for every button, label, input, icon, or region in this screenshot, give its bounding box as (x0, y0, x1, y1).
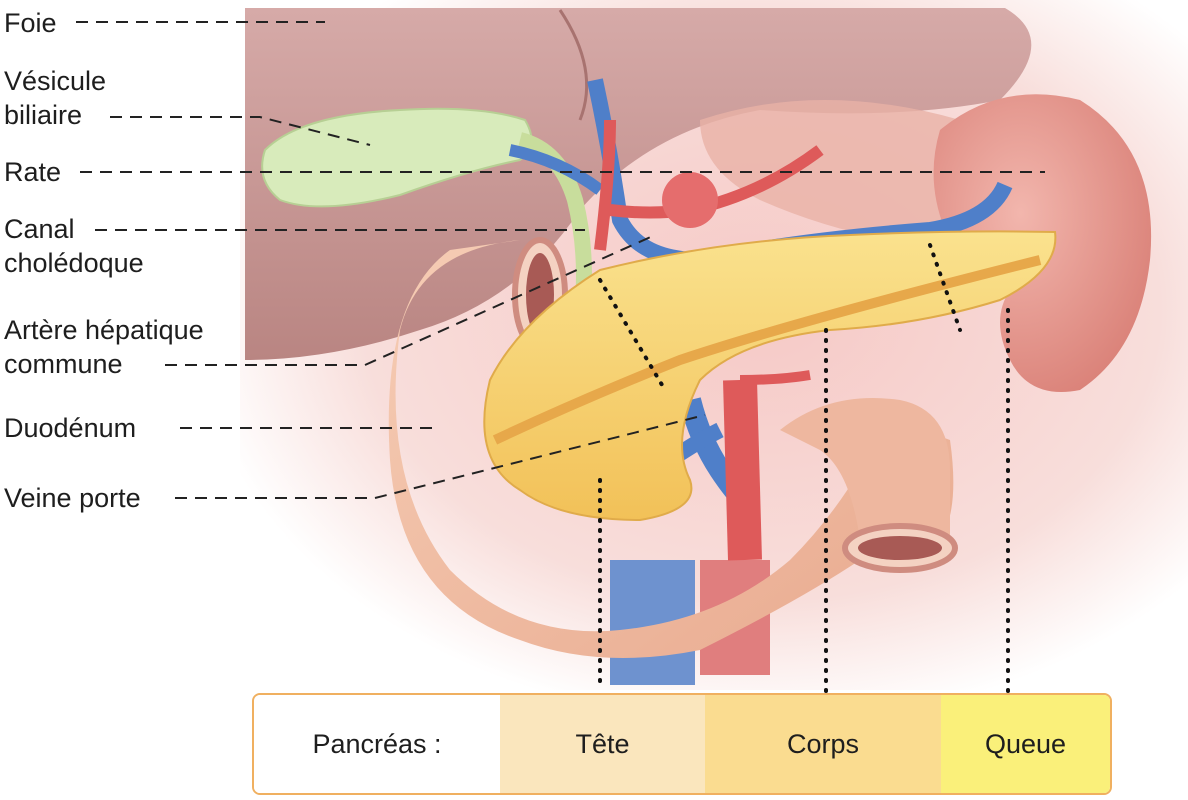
gallbladder (261, 107, 533, 208)
stomach-wall (700, 100, 980, 250)
veine-porte-leader (175, 414, 706, 499)
pancreas (483, 230, 1057, 522)
label-canal-choledoque: Canal cholédoque (4, 214, 144, 278)
label-rate: Rate (4, 157, 62, 187)
artere-leader (165, 234, 656, 366)
label-veine-porte: Veine porte (4, 483, 141, 513)
pancreas-legend: Pancréas : Tête Corps Queue (252, 693, 1112, 795)
legend-title: Pancréas : (254, 695, 500, 793)
label-duodenum: Duodénum (4, 413, 137, 443)
vesicule-leader (110, 116, 371, 146)
legend-queue: Queue (941, 695, 1110, 793)
head-boundary-dotted-line (598, 278, 667, 392)
label-artere-hepatique: Artère hépatique commune (4, 315, 204, 379)
aorta (723, 379, 762, 561)
label-foie: Foie (4, 8, 57, 38)
label-vesicule-biliaire: Vésicule biliaire (4, 66, 107, 130)
liver (245, 8, 1032, 360)
duodenum (388, 240, 954, 658)
legend-corps: Corps (705, 695, 941, 793)
celiac-trunk (662, 172, 718, 228)
legend-tete: Tête (500, 695, 705, 793)
pancreatic-duct (492, 255, 1042, 445)
